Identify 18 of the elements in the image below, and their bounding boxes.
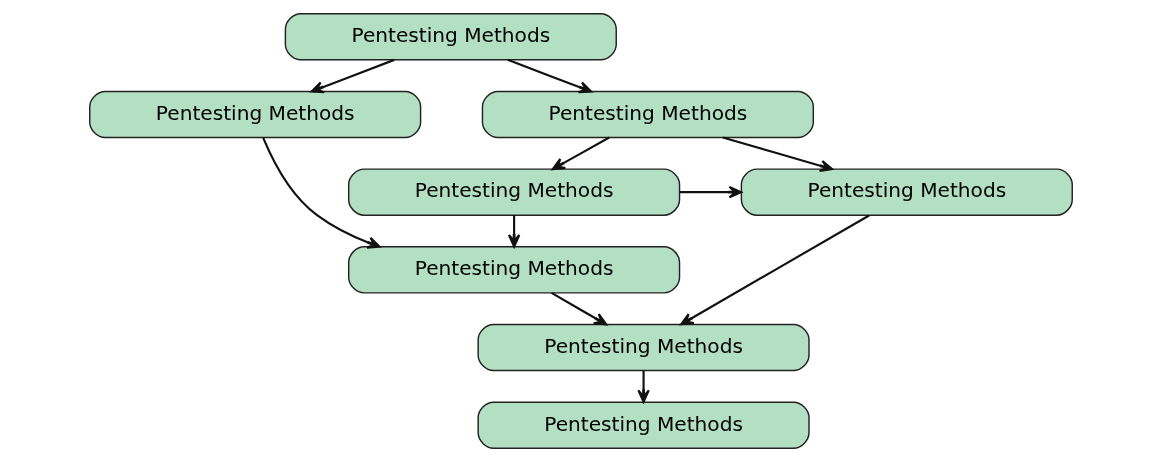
node-box: Pentesting Methods — [347, 246, 681, 294]
arrow — [637, 370, 650, 403]
node-box: Pentesting Methods — [477, 401, 810, 449]
arrow — [551, 136, 610, 171]
arrow — [680, 214, 870, 326]
arrow — [551, 291, 608, 326]
node-box: Pentesting Methods — [481, 90, 815, 139]
node-box: Pentesting Methods — [284, 13, 617, 61]
node-box: Pentesting Methods — [477, 323, 810, 372]
arrow — [310, 58, 395, 94]
node-box: Pentesting Methods — [89, 90, 422, 139]
arrow — [507, 215, 521, 248]
node-box: Pentesting Methods — [347, 168, 681, 216]
arrow — [679, 185, 743, 199]
arrow — [507, 58, 593, 94]
arrow — [262, 137, 381, 249]
arrow — [722, 136, 834, 172]
node-box: Pentesting Methods — [740, 168, 1073, 216]
